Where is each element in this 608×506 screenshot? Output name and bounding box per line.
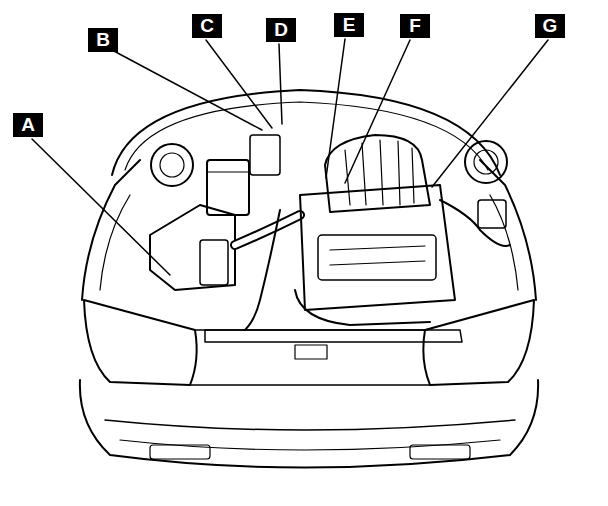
callout-letter: A (13, 113, 43, 137)
callout-letter: D (266, 18, 296, 42)
callout-letter: E (334, 13, 364, 37)
callout-letter: C (192, 14, 222, 38)
callout-letter: B (88, 28, 118, 52)
callout-letter: G (535, 14, 565, 38)
callout-letter: F (400, 14, 430, 38)
